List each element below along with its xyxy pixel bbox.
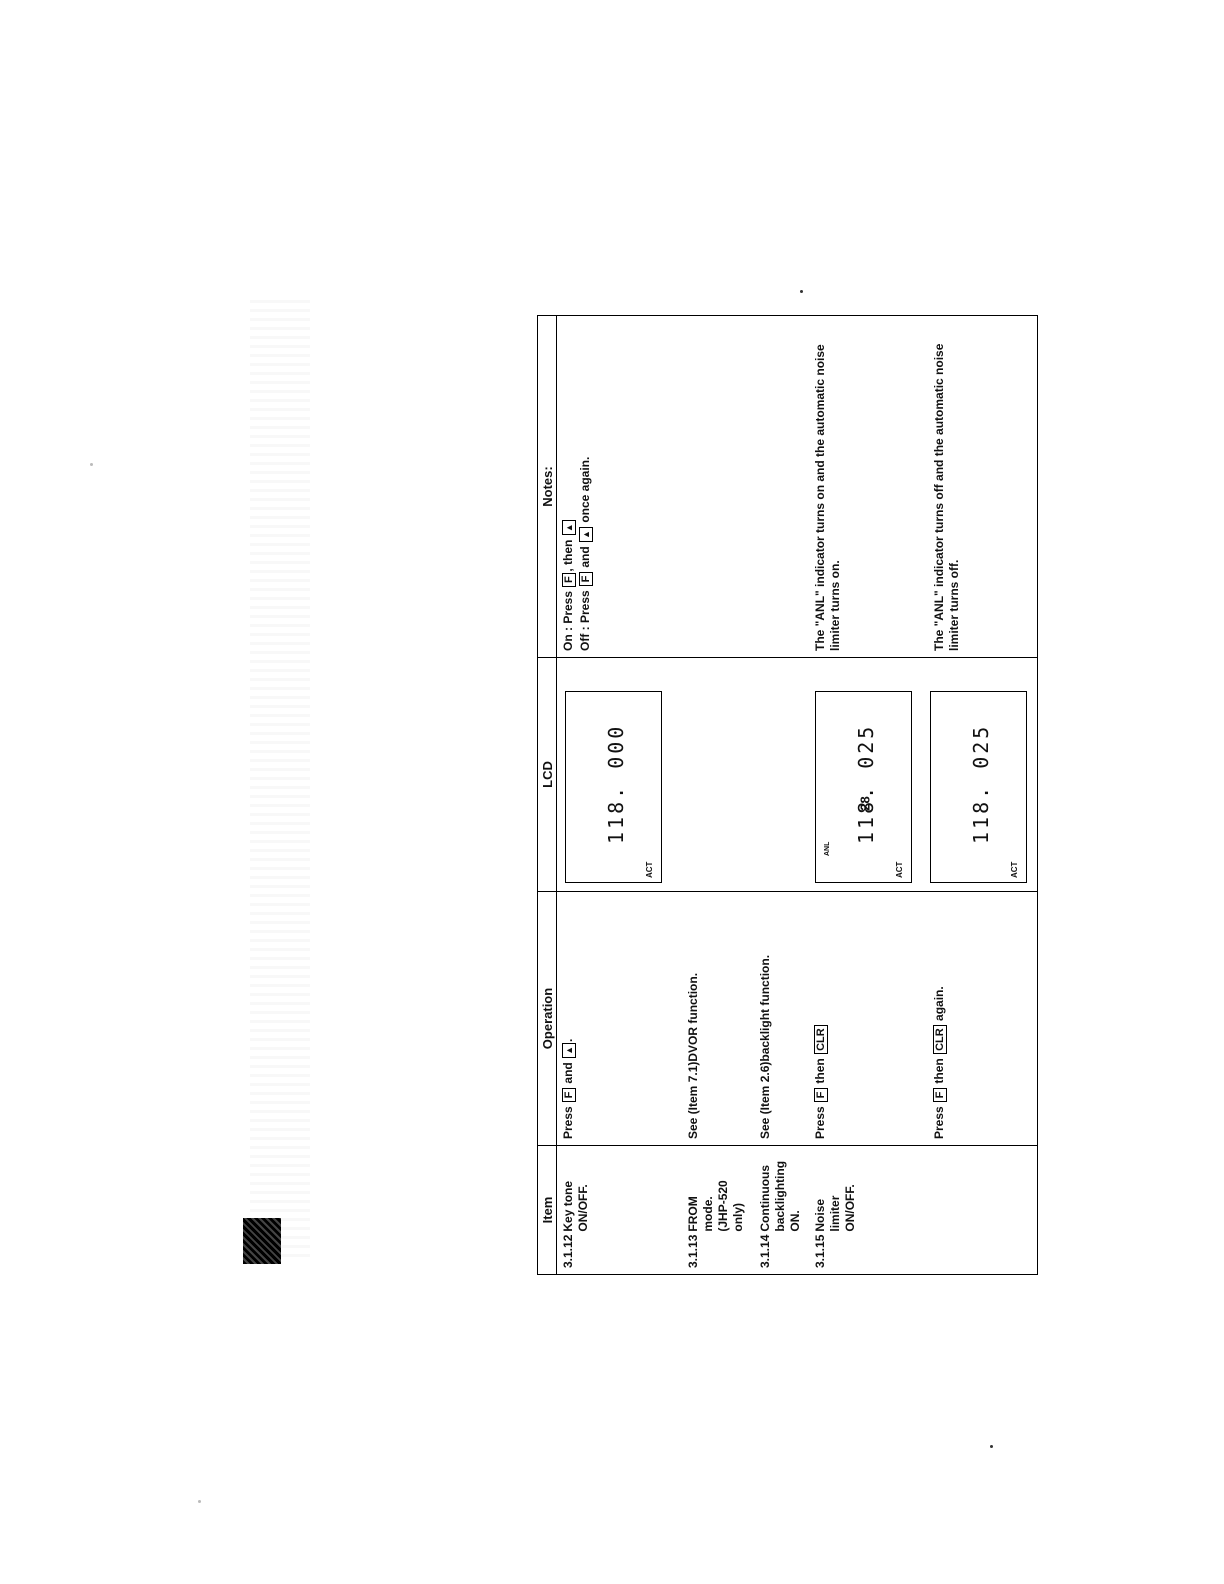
op-text: Press <box>561 1106 575 1139</box>
operation-cell: See (Item 7.1)DVOR function. <box>672 891 750 1146</box>
item-number: 3.1.15 <box>813 1234 827 1268</box>
op-text: and <box>561 1062 575 1084</box>
item-cell: 3.1.12 Key tone ON/OFF. <box>557 1146 673 1275</box>
table-row: 3.1.12 Key tone ON/OFF. Press F and ▲. A… <box>556 315 673 1275</box>
f-key: F <box>562 1087 576 1102</box>
lcd-act-indicator: ACT <box>1010 861 1019 878</box>
op-text: again. <box>932 986 946 1021</box>
scan-noise <box>250 300 310 1260</box>
table-row: 3.1.15 Noise limiter ON/OFF. Press F the… <box>807 315 922 1275</box>
note-text: The "ANL" indicator turns on and the aut… <box>813 344 842 651</box>
up-arrow-key: ▲ <box>562 520 576 536</box>
speck <box>90 463 93 466</box>
lcd-anl-indicator: ANL <box>824 841 831 856</box>
header-item: Item <box>537 1145 557 1275</box>
notes-cell <box>672 315 750 658</box>
note-text: The "ANL" indicator turns off and the au… <box>932 343 961 651</box>
f-key: F <box>562 572 576 587</box>
table-row: 3.1.13 FROM mode. (JHP-520 only) See (It… <box>672 315 750 1275</box>
f-key: F <box>579 571 593 586</box>
triangle-up-icon: ▲ <box>564 523 574 533</box>
speck <box>800 290 803 293</box>
note-off: Off : Press F and ▲ once again. <box>578 322 593 651</box>
f-key: F <box>814 1087 828 1102</box>
scan-mark <box>243 1218 281 1264</box>
note-text: once again. <box>578 456 592 523</box>
lcd-act-indicator: ACT <box>645 861 654 878</box>
item-cell: 3.1.14 Continuous backlighting ON. <box>750 1146 807 1275</box>
notes-cell: On : Press F, then ▲ Off : Press F and ▲… <box>556 315 672 658</box>
triangle-up-icon: ▲ <box>564 1046 574 1055</box>
item-label: Noise limiter ON/OFF. <box>813 1184 857 1232</box>
table-row: 3.1.14 Continuous backlighting ON. See (… <box>750 315 807 1275</box>
lcd-display: ANL ACT 118. 025 <box>815 691 912 883</box>
lcd-display: ACT 118. 025 <box>930 691 1027 883</box>
clr-key: CLR <box>814 1025 828 1054</box>
note-text: and <box>578 546 592 568</box>
lcd-cell: ACT 118. 000 <box>556 657 672 892</box>
table-row: Press F then CLR again. ACT 118. 025 The… <box>922 315 1038 1275</box>
lcd-cell <box>750 657 807 892</box>
notes-cell: The "ANL" indicator turns off and the au… <box>922 315 1038 658</box>
lcd-frequency: 118. 025 <box>969 723 993 844</box>
manual-table-rotated: Item Operation LCD Notes: 3.1.12 Key ton… <box>537 315 1047 1275</box>
item-label: Continuous backlighting ON. <box>758 1160 802 1232</box>
op-text: Press <box>813 1106 827 1139</box>
item-number: 3.1.13 <box>686 1234 700 1268</box>
lcd-act-indicator: ACT <box>895 861 904 878</box>
op-text: Press <box>932 1106 946 1139</box>
op-text: then <box>813 1058 827 1084</box>
note-on: On : Press F, then ▲ <box>561 322 576 651</box>
op-text: . <box>561 1038 575 1042</box>
item-number: 3.1.12 <box>561 1234 575 1268</box>
lcd-frequency: 118. 025 <box>854 723 878 844</box>
header-operation: Operation <box>537 891 557 1146</box>
item-cell <box>922 1146 1038 1275</box>
operation-cell: Press F then CLR <box>807 891 922 1146</box>
clr-key: CLR <box>933 1025 947 1054</box>
up-arrow-key: ▲ <box>562 1043 576 1058</box>
speck <box>990 1445 993 1448</box>
operation-cell: Press F then CLR again. <box>922 891 1038 1146</box>
note-text: On : Press <box>561 590 575 651</box>
notes-cell <box>750 315 807 658</box>
lcd-cell: ANL ACT 118. 025 <box>807 657 922 892</box>
op-text: then <box>932 1058 946 1084</box>
triangle-up-icon: ▲ <box>581 530 591 539</box>
lcd-cell <box>672 657 750 892</box>
item-number: 3.1.14 <box>758 1234 772 1268</box>
item-label: Key tone ON/OFF. <box>561 1180 590 1232</box>
lcd-frequency: 118. 000 <box>604 723 628 844</box>
lcd-display: ACT 118. 000 <box>565 691 662 883</box>
speck <box>198 1500 201 1503</box>
item-label: FROM mode. (JHP-520 only) <box>686 1180 745 1232</box>
operation-cell: Press F and ▲. <box>556 891 672 1146</box>
manual-table: Item Operation LCD Notes: 3.1.12 Key ton… <box>537 315 1038 1275</box>
lcd-cell: ACT 118. 025 <box>922 657 1038 892</box>
header-lcd: LCD <box>537 657 557 892</box>
header-notes: Notes: <box>537 315 557 658</box>
f-key: F <box>933 1087 947 1102</box>
header-row: Item Operation LCD Notes: <box>537 315 557 1275</box>
notes-cell: The "ANL" indicator turns on and the aut… <box>807 315 922 658</box>
operation-cell: See (Item 2.6)backlight function. <box>750 891 807 1146</box>
note-text: , then <box>561 539 575 572</box>
up-arrow-key: ▲ <box>579 527 593 542</box>
note-text: Off : Press <box>578 590 592 651</box>
item-cell: 3.1.13 FROM mode. (JHP-520 only) <box>672 1146 750 1275</box>
item-cell: 3.1.15 Noise limiter ON/OFF. <box>807 1146 922 1275</box>
